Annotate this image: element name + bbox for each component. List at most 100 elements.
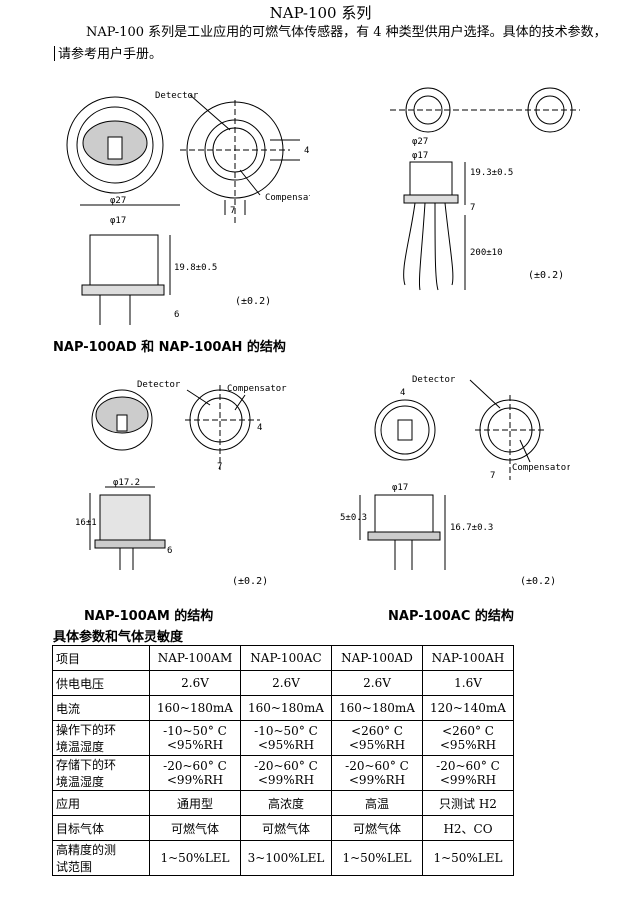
cell-line: 120~140mA <box>430 701 506 715</box>
cell-line: 1.6V <box>454 676 482 690</box>
label-7-ac: 7 <box>490 471 495 481</box>
tolerance-note-2: (±0.2) <box>528 270 565 281</box>
tolerance-note-3: (±0.2) <box>232 576 269 587</box>
label-7: 7 <box>230 206 235 216</box>
heading-ad-ah: NAP-100AD 和 NAP-100AH 的结构 <box>53 340 286 355</box>
header-model: NAP-100AH <box>422 645 514 671</box>
heading-params: 具体参数和气体灵敏度 <box>53 630 184 645</box>
cell-line: <99%RH <box>439 773 497 787</box>
row-label: 高精度的测试范围 <box>52 840 150 876</box>
row-label-line: 操作下的环 <box>56 723 117 737</box>
heading-am: NAP-100AM 的结构 <box>84 609 214 624</box>
label-d27: φ27 <box>110 196 126 206</box>
table-cell: -20~60° C<99%RH <box>422 755 514 791</box>
cell-line: -20~60° C <box>345 759 409 773</box>
label-4-am: 4 <box>257 423 262 433</box>
header-model: NAP-100AD <box>331 645 423 671</box>
label-d17-2: φ17.2 <box>113 478 140 488</box>
cell-line: -20~60° C <box>163 759 227 773</box>
row-label-line: 电流 <box>56 701 81 716</box>
table-cell: -10~50° C<95%RH <box>240 720 332 756</box>
header-model: NAP-100AM <box>149 645 241 671</box>
cell-line: 通用型 <box>176 796 213 811</box>
label-6-am: 6 <box>167 546 172 556</box>
row-label-line: 目标气体 <box>56 821 105 836</box>
cell-line: <95%RH <box>348 738 406 752</box>
row-label: 目标气体 <box>52 815 150 841</box>
sensor-drawing-ac: Detector Compensator 4 7 φ17 5±0.3 16.7±… <box>340 375 570 570</box>
table-cell: 通用型 <box>149 790 241 816</box>
label-4-ac: 4 <box>400 388 405 398</box>
sensor-drawing-am: Detector Compensator 4 7 φ17.2 16±1 6 <box>75 380 287 570</box>
table-cell: 160~180mA <box>149 695 241 721</box>
table-cell: 可燃气体 <box>149 815 241 841</box>
table-cell: 1~50%LEL <box>422 840 514 876</box>
cell-line: 160~180mA <box>248 701 324 715</box>
row-label: 应用 <box>52 790 150 816</box>
label-7-am: 7 <box>217 462 222 472</box>
table-row: 操作下的环境温湿度-10~50° C<95%RH-10~50° C<95%RH<… <box>52 720 514 756</box>
label-4: 4 <box>304 146 309 156</box>
table-cell: 3~100%LEL <box>240 840 332 876</box>
table-cell: H2、CO <box>422 815 514 841</box>
table-cell: 高温 <box>331 790 423 816</box>
row-label: 电流 <box>52 695 150 721</box>
row-label-line: 试范围 <box>56 860 93 874</box>
row-label: 操作下的环境温湿度 <box>52 720 150 756</box>
label-19-3: 19.3±0.5 <box>470 168 513 178</box>
table-cell: 2.6V <box>149 670 241 696</box>
header-model: NAP-100AC <box>240 645 332 671</box>
table-cell: 2.6V <box>331 670 423 696</box>
table-cell: 只测试 H2 <box>422 790 514 816</box>
row-label-line: 境温湿度 <box>56 775 105 789</box>
table-cell: -20~60° C<99%RH <box>149 755 241 791</box>
row-label-line: 应用 <box>56 796 81 811</box>
label-d27-b: φ27 <box>412 137 428 147</box>
cell-line: <260° C <box>351 724 403 738</box>
cell-line: 2.6V <box>272 676 300 690</box>
tolerance-note-4: (±0.2) <box>520 576 557 587</box>
table-row: 电流 160~180mA 160~180mA 160~180mA 120~140mA <box>52 695 514 721</box>
label-compensator: Compensator <box>265 193 310 203</box>
row-label: 供电电压 <box>52 670 150 696</box>
label-16-7: 16.7±0.3 <box>450 523 493 533</box>
label-detector: Detector <box>155 91 199 101</box>
cell-line: <260° C <box>442 724 494 738</box>
label-5: 5±0.3 <box>340 513 367 523</box>
cell-line: 可燃气体 <box>261 821 310 836</box>
cell-line: -20~60° C <box>254 759 318 773</box>
cell-line: <99%RH <box>166 773 224 787</box>
table-row: 高精度的测试范围 1~50%LEL 3~100%LEL 1~50%LEL 1~50%LE… <box>52 840 514 876</box>
label-6: 6 <box>174 310 179 320</box>
label-19-8: 19.8±0.5 <box>174 263 217 273</box>
table-cell: -10~50° C<95%RH <box>149 720 241 756</box>
cell-line: <95%RH <box>439 738 497 752</box>
cell-line: 1~50%LEL <box>342 851 412 865</box>
cell-line: 可燃气体 <box>170 821 219 836</box>
label-7-b: 7 <box>470 203 475 213</box>
label-d17-ac: φ17 <box>392 483 408 493</box>
cell-line: <99%RH <box>257 773 315 787</box>
cell-line: 2.6V <box>181 676 209 690</box>
table-cell: 160~180mA <box>331 695 423 721</box>
cell-line: <95%RH <box>166 738 224 752</box>
intro-paragraph: NAP-100 系列是工业应用的可燃气体传感器，有 4 种类型供用户选择。具体的… <box>58 25 607 62</box>
table-row: 供电电压 2.6V 2.6V 2.6V 1.6V <box>52 670 514 696</box>
row-label-line: 高精度的测 <box>56 843 117 857</box>
cell-line: 160~180mA <box>339 701 415 715</box>
row-label-line: 境温湿度 <box>56 740 105 754</box>
cell-line: -10~50° C <box>163 724 227 738</box>
cell-line: 1~50%LEL <box>160 851 230 865</box>
cell-line: 高浓度 <box>267 796 304 811</box>
row-label-line: 存储下的环 <box>56 758 117 772</box>
table-cell: <260° C<95%RH <box>422 720 514 756</box>
label-detector-ac: Detector <box>412 375 456 385</box>
header-item: 项目 <box>52 645 150 671</box>
sensor-drawing-top-right: φ27 φ17 19.3±0.5 7 200±10 <box>390 87 580 291</box>
cell-line: <99%RH <box>348 773 406 787</box>
label-detector-am: Detector <box>137 380 181 390</box>
cell-line: H2、CO <box>443 821 493 836</box>
table-cell: 高浓度 <box>240 790 332 816</box>
heading-ac: NAP-100AC 的结构 <box>388 609 514 624</box>
